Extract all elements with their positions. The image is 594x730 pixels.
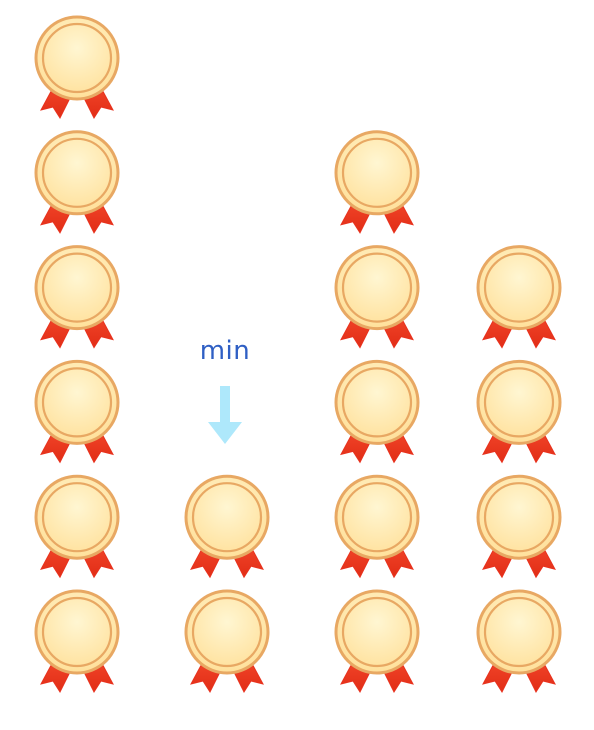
medal-icon-column-2-1 — [184, 589, 270, 694]
medal-icon-column-1-1 — [34, 589, 120, 694]
medal-icon-column-3-3 — [334, 359, 420, 464]
medal-icon-column-2-2 — [184, 474, 270, 579]
medal-icon-column-1-6 — [34, 15, 120, 120]
min-label: min — [199, 336, 251, 366]
down-arrow-icon — [208, 386, 242, 444]
medal-icon-column-3-2 — [334, 474, 420, 579]
medal-icon-column-4-2 — [476, 474, 562, 579]
medal-icon-column-3-1 — [334, 589, 420, 694]
medal-icon-column-4-4 — [476, 245, 562, 349]
medal-icon-column-1-3 — [34, 359, 120, 464]
medal-icon-column-4-1 — [476, 589, 562, 694]
medal-icon-column-3-5 — [334, 130, 420, 234]
medal-icon-column-1-2 — [34, 474, 120, 579]
medal-icon-column-1-4 — [34, 245, 120, 349]
medal-icon-column-4-3 — [476, 359, 562, 464]
medal-icon-column-1-5 — [34, 130, 120, 234]
medal-icon-column-3-4 — [334, 245, 420, 349]
